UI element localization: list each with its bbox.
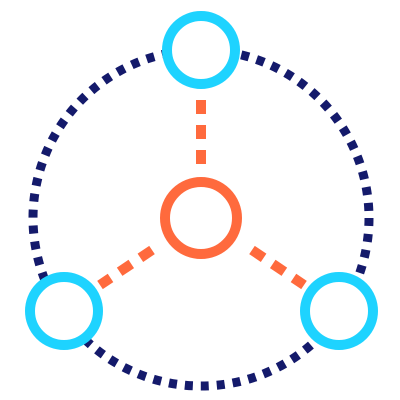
hub-node-center <box>160 177 242 259</box>
satellite-node-right <box>300 272 378 350</box>
satellite-node-top <box>162 11 240 89</box>
satellite-node-left <box>25 272 103 350</box>
connector-line-right <box>249 245 307 290</box>
connector-line-left <box>97 245 155 290</box>
